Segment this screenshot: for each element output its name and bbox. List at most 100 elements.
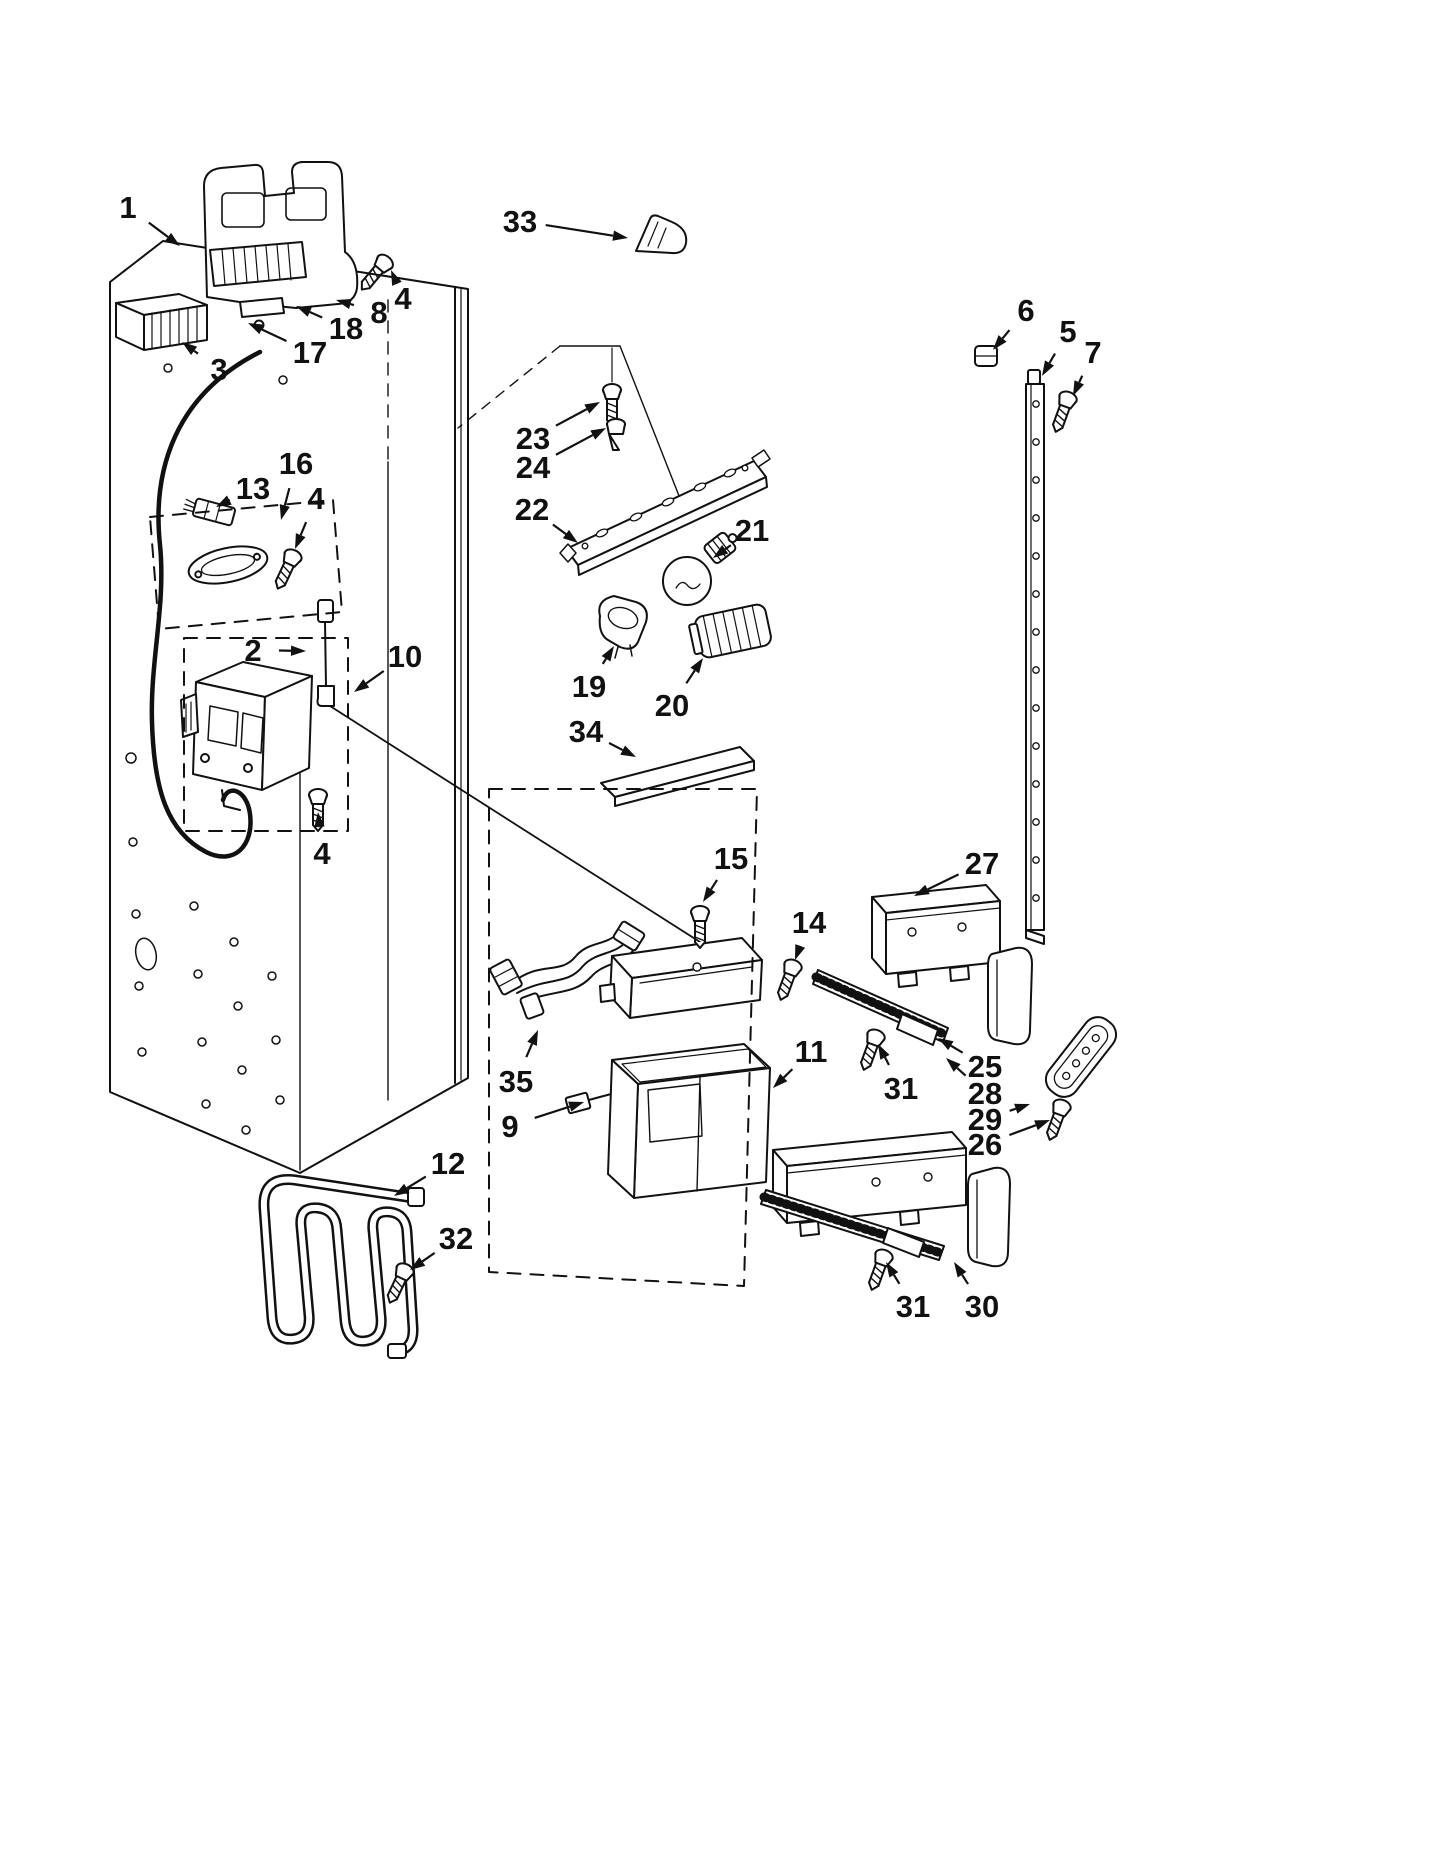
callout-17: 17 bbox=[248, 323, 327, 370]
grommet-24 bbox=[606, 418, 626, 451]
part-number-label: 13 bbox=[236, 471, 270, 506]
support-bracket-30 bbox=[772, 1131, 967, 1237]
callout-arrowhead bbox=[336, 299, 352, 310]
dashed-placement-boxes bbox=[149, 499, 758, 1287]
part-number-label: 17 bbox=[293, 335, 327, 370]
panel-mounting-holes bbox=[125, 363, 288, 1135]
part-number-label: 6 bbox=[1017, 293, 1034, 328]
light-bulb-21 bbox=[662, 531, 738, 606]
callout-arrowhead bbox=[590, 428, 606, 440]
callout-arrowhead bbox=[993, 335, 1007, 350]
part-number-label: 27 bbox=[965, 846, 999, 881]
callout-29: 29 bbox=[968, 1102, 1030, 1137]
lamp-shield-20 bbox=[688, 603, 772, 659]
escutcheon-handle bbox=[1044, 1016, 1118, 1098]
end-cap-lower bbox=[967, 1166, 1011, 1268]
connector-13 bbox=[183, 497, 269, 585]
callout-32: 32 bbox=[410, 1221, 473, 1270]
part-number-label: 16 bbox=[279, 446, 313, 481]
support-bracket-27 bbox=[871, 884, 1001, 988]
callout-arrowhead bbox=[954, 1262, 967, 1278]
callout-leader-line bbox=[283, 487, 291, 506]
callout-20: 20 bbox=[655, 658, 703, 723]
part-number-label: 4 bbox=[394, 281, 412, 316]
callout-leader-line bbox=[883, 1056, 890, 1066]
callout-30: 30 bbox=[954, 1262, 999, 1324]
callout-25: 25 bbox=[938, 1038, 1002, 1084]
callout-arrowhead bbox=[314, 812, 325, 828]
part-number-label: 4 bbox=[307, 481, 325, 516]
part-number-label: 35 bbox=[499, 1064, 533, 1099]
callout-21: 21 bbox=[713, 513, 769, 558]
callout-arrowhead bbox=[1014, 1103, 1030, 1114]
callout-11: 11 bbox=[773, 1034, 827, 1088]
wire-harness-35 bbox=[489, 920, 646, 1020]
callout-leader-line bbox=[892, 1274, 901, 1285]
part-number-label: 30 bbox=[965, 1289, 999, 1324]
callout-arrowhead bbox=[164, 232, 180, 246]
part-number-label: 21 bbox=[735, 513, 769, 548]
part-number-label: 24 bbox=[516, 450, 551, 485]
callout-leader-line bbox=[545, 223, 614, 237]
callout-arrowhead bbox=[290, 645, 306, 656]
callout-arrowhead bbox=[410, 1257, 426, 1270]
part-number-label: 31 bbox=[896, 1289, 930, 1324]
callout-5: 5 bbox=[1042, 314, 1077, 376]
callout-arrowhead bbox=[914, 884, 930, 896]
callout-leader-line bbox=[724, 544, 732, 551]
control-assembly-2 bbox=[180, 661, 313, 811]
callout-10: 10 bbox=[354, 639, 422, 692]
callout-arrowhead bbox=[612, 230, 628, 241]
callout-arrowhead bbox=[295, 533, 306, 549]
callout-2: 2 bbox=[244, 633, 306, 668]
callout-31: 31 bbox=[886, 1262, 930, 1324]
callout-leader-line bbox=[1048, 352, 1056, 364]
callout-leader-line bbox=[350, 302, 355, 307]
callout-arrowhead bbox=[527, 1030, 538, 1046]
part-number-label: 34 bbox=[569, 714, 604, 749]
clip-33 bbox=[635, 214, 688, 255]
callout-7: 7 bbox=[1073, 335, 1102, 396]
lamp-bracket-22 bbox=[559, 449, 771, 576]
callout-leader-line bbox=[1078, 375, 1084, 383]
callout-leader-line bbox=[1009, 1124, 1037, 1137]
callout-12: 12 bbox=[394, 1146, 465, 1196]
callout-6: 6 bbox=[993, 293, 1035, 350]
callout-arrowhead bbox=[584, 402, 600, 414]
callout-arrowhead bbox=[354, 679, 370, 692]
part-number-label: 15 bbox=[714, 841, 748, 876]
callout-4: 4 bbox=[313, 812, 331, 871]
grille-3 bbox=[115, 293, 208, 351]
callout-arrowhead bbox=[703, 886, 716, 902]
control-cover-15 bbox=[599, 937, 763, 1019]
callout-leader-line bbox=[193, 349, 199, 355]
callout-24: 24 bbox=[516, 428, 606, 485]
placement-lines bbox=[329, 345, 701, 943]
callout-16: 16 bbox=[279, 446, 313, 520]
callout-arrowhead bbox=[1073, 380, 1084, 396]
part-number-label: 26 bbox=[968, 1127, 1002, 1162]
clip-17 bbox=[239, 297, 285, 318]
callout-leader-line bbox=[685, 669, 696, 684]
callout-1: 1 bbox=[119, 190, 180, 246]
callout-leader-line bbox=[555, 408, 588, 427]
part-number-label: 20 bbox=[655, 688, 689, 723]
callout-leader-line bbox=[309, 311, 323, 319]
callout-arrowhead bbox=[886, 1262, 899, 1278]
callout-arrowhead bbox=[279, 504, 290, 520]
callout-leader-line bbox=[782, 1068, 794, 1079]
container-11 bbox=[607, 1043, 771, 1199]
callout-arrowhead bbox=[296, 306, 312, 317]
callout-leader-line bbox=[299, 521, 308, 536]
callout-arrowhead bbox=[878, 1044, 890, 1060]
callout-arrowhead bbox=[182, 342, 198, 356]
callout-33: 33 bbox=[503, 204, 628, 241]
callout-arrowhead bbox=[568, 1101, 584, 1112]
part-number-label: 31 bbox=[884, 1071, 918, 1106]
callout-leader-line bbox=[1001, 329, 1011, 340]
callout-arrowhead bbox=[795, 944, 806, 960]
part-number-label: 2 bbox=[244, 633, 261, 668]
